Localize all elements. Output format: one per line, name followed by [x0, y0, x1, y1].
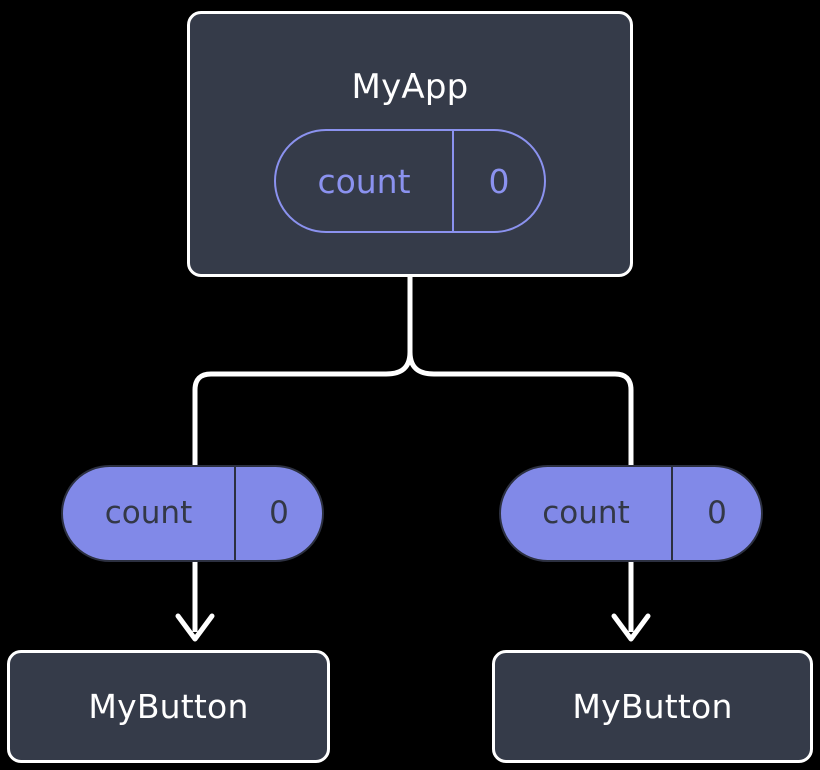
edge-branch-right	[407, 349, 634, 469]
component-title: MyApp	[351, 67, 469, 107]
state-pill-value: 0	[269, 495, 289, 531]
state-pill-myapp[interactable]: count 0	[274, 129, 546, 233]
component-title: MyButton	[572, 687, 733, 726]
state-pill-key: count	[501, 467, 673, 560]
state-pill-value: 0	[488, 161, 510, 201]
state-pill-right[interactable]: count 0	[499, 465, 763, 562]
arrowhead-right-icon	[611, 613, 651, 642]
state-pill-left[interactable]: count 0	[61, 465, 324, 562]
edge-branch-left	[192, 349, 413, 469]
state-pill-value: 0	[707, 495, 727, 531]
state-pill-key: count	[63, 467, 236, 560]
arrowhead-left-icon	[175, 613, 215, 642]
state-pill-key: count	[276, 131, 454, 231]
component-node-mybutton-right[interactable]: MyButton	[492, 650, 813, 763]
component-title: MyButton	[88, 687, 249, 726]
component-node-mybutton-left[interactable]: MyButton	[7, 650, 330, 763]
